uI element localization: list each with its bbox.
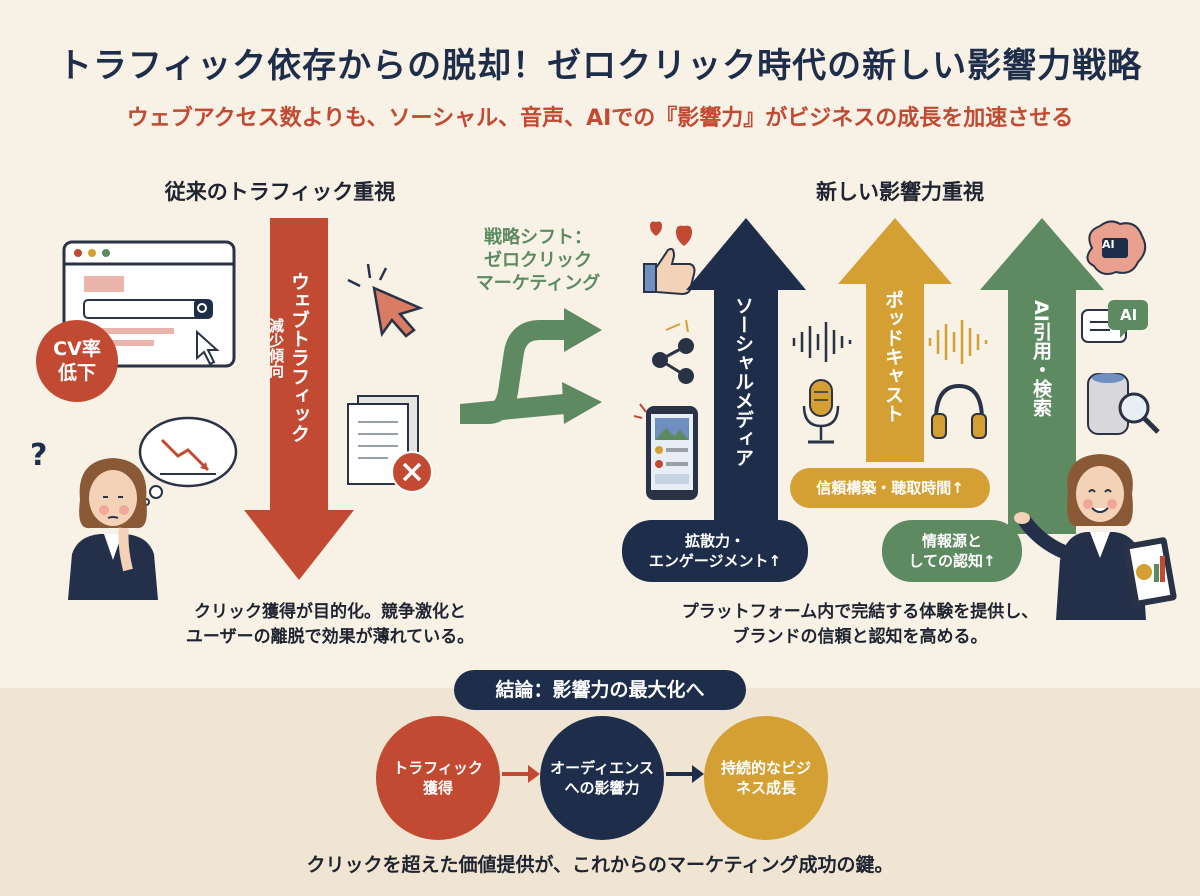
ai-brain-icon (1086, 220, 1147, 275)
question-mark-icon: ? (30, 438, 48, 473)
presenting-woman-illustration (1014, 454, 1177, 620)
podcast-label: ポッドキャスト (882, 290, 904, 423)
step1-to-step2-arrow (502, 765, 540, 783)
left-caption-line1: クリック獲得が目的化。競争激化と (194, 602, 466, 622)
traffic-down-arrow (244, 218, 354, 580)
headphones-icon (931, 383, 987, 439)
ai-chat-bubble-icon (1081, 300, 1148, 343)
smartphone-feed-icon (633, 403, 698, 500)
social-media-label: ソーシャルメディア (732, 296, 754, 467)
thumbs-up-hearts-icon (643, 221, 696, 296)
right-caption-line1: プラットフォーム内で完結する体験を提供し、 (681, 602, 1039, 622)
step-traffic-circle: トラフィック獲得 (376, 716, 500, 840)
shift-label-line2: ゼロクリック (484, 250, 592, 271)
cursor-click-icon (347, 263, 424, 338)
traffic-arrow-sublabel: 減少傾向 (267, 318, 285, 378)
sound-wave-left-icon (792, 322, 852, 362)
conclusion-heading: 結論：影響力の最大化へ (454, 670, 746, 710)
thinking-woman-illustration (68, 458, 158, 600)
left-caption-line2: ユーザーの離脱で効果が薄れている。 (185, 627, 475, 647)
cv-rate-badge: CV率 低下 (36, 320, 118, 402)
left-heading: 従来のトラフィック重視 (164, 180, 396, 204)
social-media-up-arrow (686, 218, 806, 522)
step-audience-label: オーディエンスへの影響力 (550, 759, 654, 797)
ai-pill-line1: 情報源と (921, 532, 982, 550)
share-icon (652, 319, 694, 384)
ai-search-up-arrow (980, 218, 1104, 534)
step2-to-step3-arrow (666, 765, 704, 783)
social-pill-line2: エンゲージメント↑ (648, 552, 782, 570)
footer-message: クリックを超えた価値提供が、これからのマーケティング成功の鍵。 (306, 854, 894, 876)
step-growth-circle: 持続的なビジネス成長 (704, 716, 828, 840)
ai-brain-text: AI (1102, 238, 1115, 251)
right-heading: 新しい影響力重視 (816, 180, 984, 204)
sound-wave-right-icon (928, 320, 988, 364)
smart-speaker-search-icon (1087, 373, 1160, 435)
right-caption-line2: ブランドの信頼と認知を高める。 (732, 627, 988, 647)
shift-label: 戦略シフト： ゼロクリック マーケティング (448, 226, 628, 295)
social-impact-pill: 拡散力・ エンゲージメント↑ (622, 520, 808, 582)
right-caption: プラットフォーム内で完結する体験を提供し、 ブランドの信頼と認知を高める。 (640, 600, 1080, 650)
step-traffic-label: トラフィック獲得 (393, 759, 483, 797)
shift-arrows-icon (460, 308, 602, 424)
ai-search-label: AI引用・検索 (1030, 300, 1052, 417)
ai-pill-line2: しての認知↑ (908, 552, 996, 570)
social-pill-line1: 拡散力・ (684, 532, 745, 550)
podcast-up-arrow (838, 218, 952, 462)
cv-rate-label: CV率 低下 (53, 338, 101, 384)
shift-label-line1: 戦略シフト： (484, 227, 592, 248)
step-audience-circle: オーディエンスへの影響力 (540, 716, 664, 840)
step-growth-label: 持続的なビジネス成長 (720, 759, 811, 797)
traffic-arrow-label: ウェブトラフィック (288, 272, 310, 443)
left-caption: クリック獲得が目的化。競争激化と ユーザーの離脱で効果が薄れている。 (150, 600, 510, 650)
podcast-impact-pill: 信頼構築・聴取時間↑ (790, 468, 990, 508)
ai-impact-pill: 情報源と しての認知↑ (882, 520, 1022, 582)
microphone-icon (802, 379, 840, 444)
page-subtitle: ウェブアクセス数よりも、ソーシャル、音声、AIでの『影響力』がビジネスの成長を加… (126, 106, 1074, 131)
shift-label-line3: マーケティング (475, 273, 601, 294)
ai-chat-text: AI (1120, 306, 1138, 324)
page-title: トラフィック依存からの脱却！ゼロクリック時代の新しい影響力戦略 (57, 46, 1143, 86)
declining-chart-thought-icon (138, 416, 238, 506)
rejected-documents-icon (347, 395, 433, 493)
